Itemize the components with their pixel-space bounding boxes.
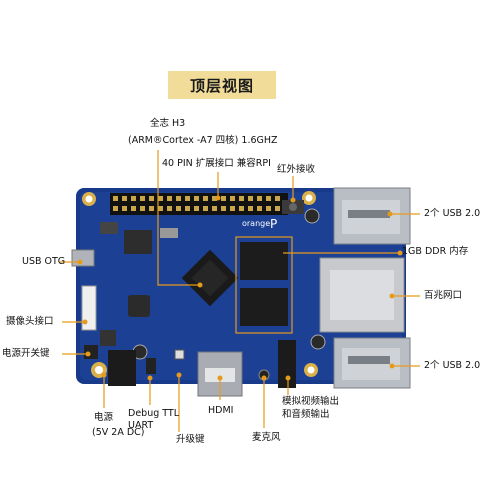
- ddr-chip-1: [240, 242, 288, 280]
- cpu-label-line1: 全志 H3: [150, 118, 186, 129]
- power-key-label: 电源开关键: [2, 348, 50, 359]
- upgrade-key: [174, 349, 185, 360]
- camera-connector: [81, 285, 97, 331]
- cpu-label-line2: (ARM®Cortex -A7 四核) 1.6GHZ: [128, 135, 278, 146]
- av-label-line1: 模拟视频输出: [282, 396, 340, 407]
- usb-top-label: 2个 USB 2.0: [424, 208, 481, 219]
- gpio-label: 40 PIN 扩展接口 兼容RPI: [162, 158, 271, 169]
- debug-label-line2: UART: [128, 420, 154, 431]
- title-banner: 顶层视图: [168, 71, 276, 99]
- mic-label: 麦克风: [252, 432, 281, 443]
- usb-bottom-label: 2个 USB 2.0: [424, 360, 481, 371]
- power-key: [84, 345, 98, 359]
- ddr-chip-2: [240, 288, 288, 326]
- callout-lines: [60, 150, 420, 432]
- ethernet-label: 百兆网口: [424, 290, 463, 301]
- pcb-texture: [80, 192, 402, 380]
- usb-otg-label: USB OTG: [22, 256, 66, 267]
- inductor: [128, 295, 150, 317]
- ir-label: 红外接收: [277, 164, 316, 175]
- debug-label-line1: Debug TTL: [128, 408, 179, 419]
- usb-otg-port: [71, 249, 95, 267]
- ddr-label: 1GB DDR 内存: [402, 246, 469, 257]
- page-title: 顶层视图: [189, 76, 254, 95]
- debug-uart-pins: [146, 358, 156, 374]
- camera-label: 摄像头接口: [6, 316, 54, 327]
- board-brand-text: orange: [242, 219, 270, 228]
- av-label-line2: 和音频输出: [282, 409, 330, 420]
- av-jack: [278, 340, 296, 388]
- capacitor: [304, 208, 320, 224]
- ddr-highlight: [235, 236, 293, 334]
- upgrade-key-label: 升级键: [176, 434, 205, 445]
- hdmi-label: HDMI: [208, 405, 234, 416]
- callout-dots: [77, 195, 403, 381]
- wifi-module: [124, 230, 152, 254]
- power-label-line2: (5V 2A DC): [92, 427, 145, 438]
- board-model-text: P: [270, 217, 277, 231]
- power-label-line1: 电源: [94, 412, 114, 423]
- dc-jack: [108, 350, 136, 386]
